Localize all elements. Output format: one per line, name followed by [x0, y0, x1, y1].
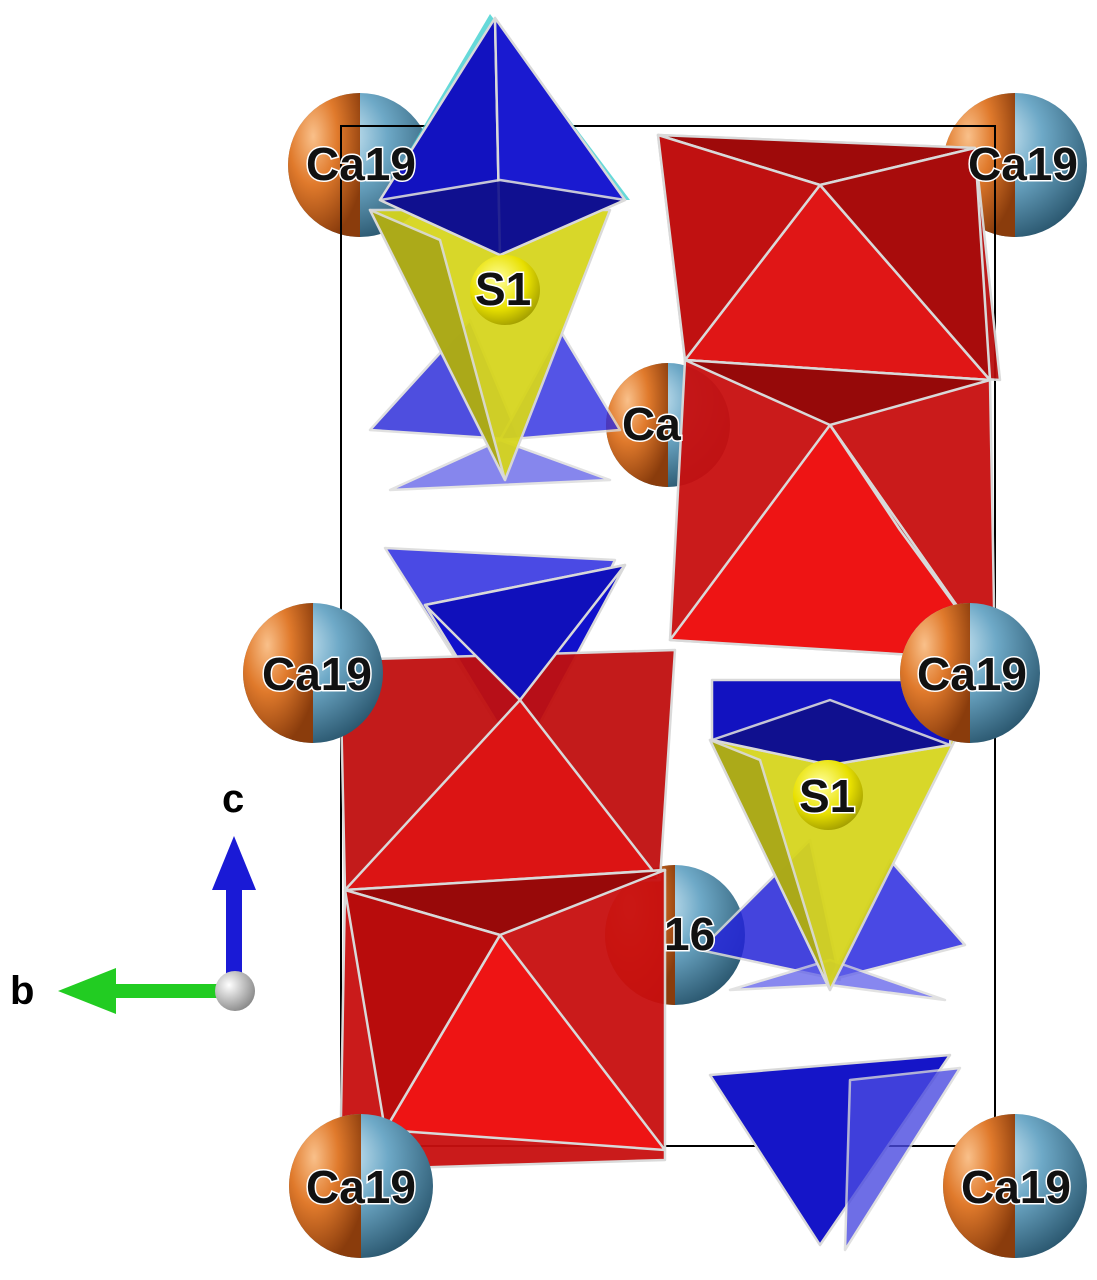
svg-text:Ca19: Ca19	[306, 138, 416, 190]
polyhedron-group-upper-right	[656, 133, 1002, 662]
svg-text:S1: S1	[475, 263, 531, 315]
axis-indicator: c b	[10, 777, 256, 1014]
s1-atom-lower: S1	[793, 760, 863, 830]
b-axis-label: b	[10, 969, 34, 1013]
ca19-atom-bottom-left: Ca19	[289, 1114, 433, 1258]
ca19-atom-middle-left: Ca19	[243, 603, 383, 743]
svg-text:Ca19: Ca19	[306, 1161, 416, 1213]
axis-origin	[215, 971, 255, 1011]
c-axis-label: c	[222, 777, 244, 821]
svg-text:Ca19: Ca19	[961, 1161, 1071, 1213]
ca19-label-top-left: Ca19	[305, 137, 418, 192]
svg-text:Ca19: Ca19	[262, 648, 372, 700]
ca19-label-top-right: Ca19	[967, 137, 1080, 192]
partial-ca-label: Ca	[622, 398, 681, 450]
polyhedron-group-lower-right	[698, 678, 967, 1252]
ca19-atom-bottom-right: Ca19	[943, 1114, 1087, 1258]
svg-text:S1: S1	[799, 770, 855, 822]
svg-text:Ca19: Ca19	[968, 138, 1078, 190]
c-axis-arrow	[212, 836, 256, 980]
polyhedron-group-upper-left	[368, 14, 630, 492]
partial-16-label: 16	[664, 908, 715, 960]
ca19-atom-middle-right: Ca19	[900, 603, 1040, 743]
polyhedron-group-lower-left	[338, 546, 677, 1172]
b-axis-arrow	[58, 968, 236, 1014]
s1-atom-upper: S1	[470, 255, 540, 325]
svg-text:Ca19: Ca19	[917, 648, 1027, 700]
